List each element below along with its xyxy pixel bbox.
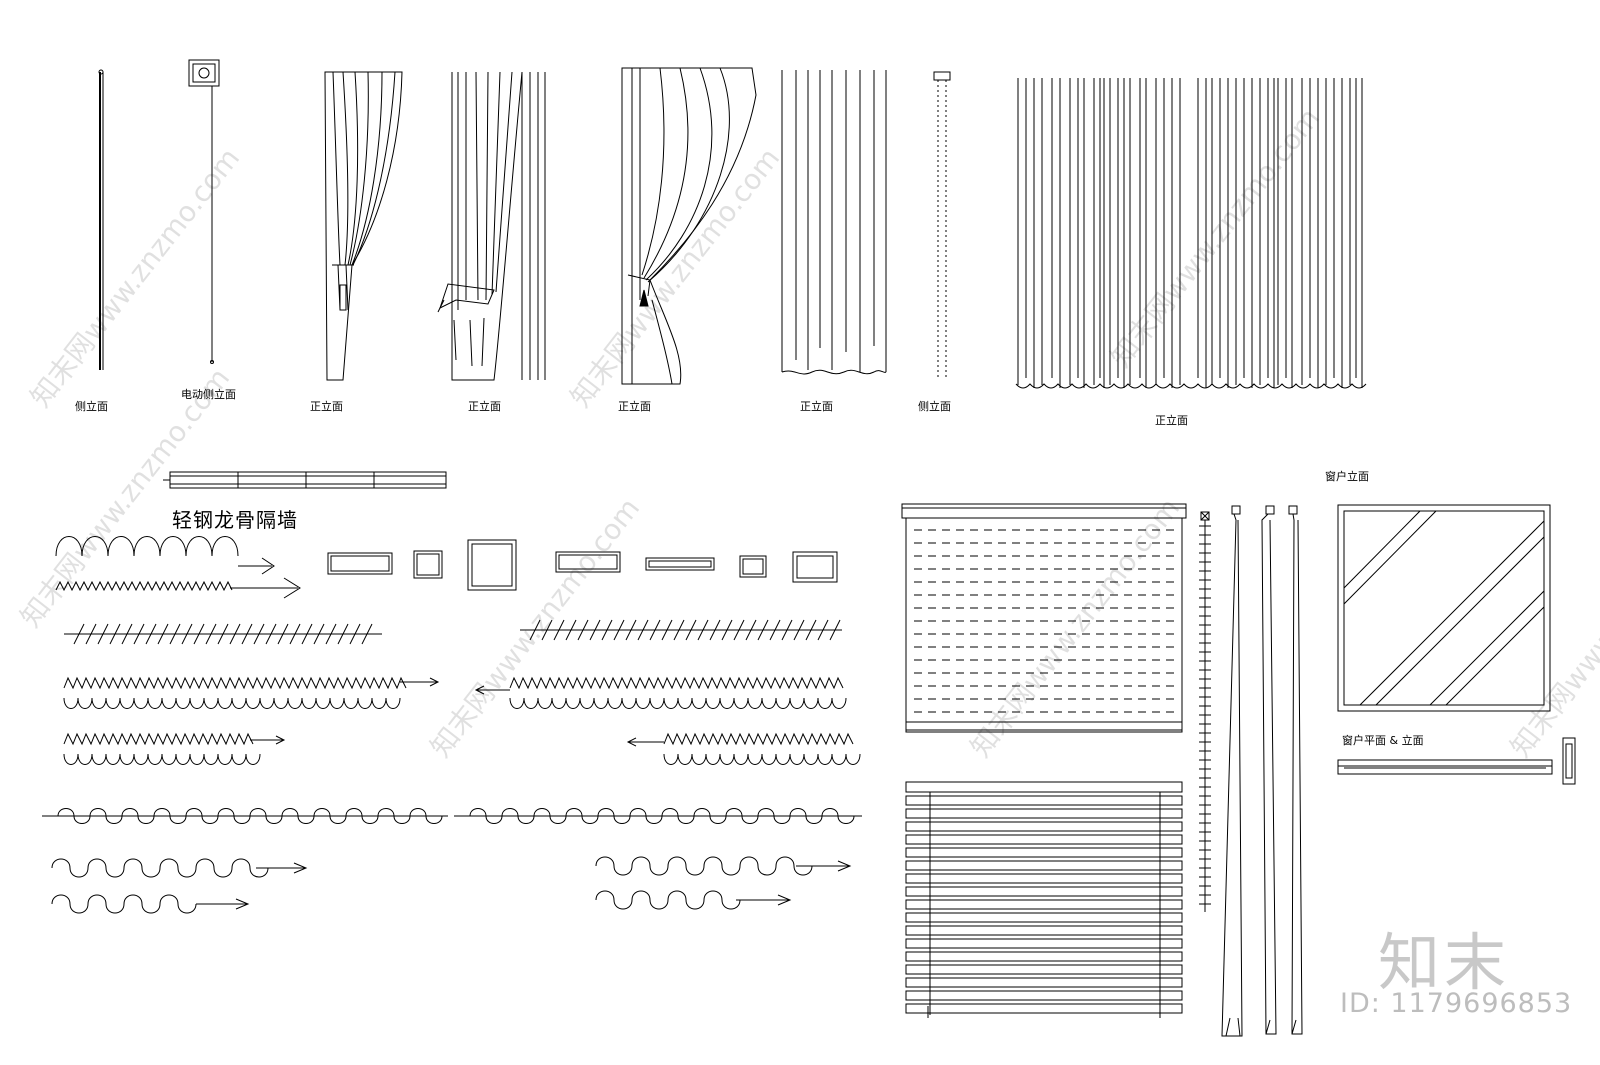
side-rod [98, 69, 104, 370]
label-steel-partition: 轻钢龙骨隔墙 [172, 508, 298, 532]
label-side-elevation-1: 侧立面 [75, 400, 108, 413]
label-motor-side-elevation: 电动侧立面 [181, 388, 236, 401]
window-elevation [1337, 504, 1551, 712]
brand-logo: 知末 [1378, 926, 1511, 999]
curtain-plan-symbols [42, 536, 862, 914]
curtain-front-4 [781, 70, 887, 375]
label-window-elevation: 窗户立面 [1325, 470, 1369, 483]
image-id: ID: 1179696853 [1340, 988, 1573, 1019]
label-front-elevation-2: 正立面 [468, 400, 501, 413]
vertical-blind-strips [1221, 505, 1303, 1037]
window-plan [1337, 737, 1576, 785]
label-window-plan-elevation: 窗户平面 & 立面 [1342, 734, 1424, 747]
label-front-elevation-5: 正立面 [1155, 414, 1188, 427]
label-side-elevation-2: 侧立面 [918, 400, 951, 413]
venetian-blind [905, 781, 1183, 1018]
curtain-front-3 [621, 67, 757, 385]
blind-side-elevation [1199, 511, 1211, 912]
roller-blind [901, 503, 1187, 733]
profile-sections [327, 539, 838, 591]
curtain-side-2 [933, 71, 951, 380]
curtain-front-2 [437, 71, 546, 381]
label-front-elevation-1: 正立面 [310, 400, 343, 413]
steel-partition-bar [163, 471, 447, 489]
label-front-elevation-4: 正立面 [800, 400, 833, 413]
curtain-front-wide [1015, 78, 1367, 389]
motor-rod [188, 59, 220, 364]
curtain-front-1 [324, 71, 403, 381]
label-front-elevation-3: 正立面 [618, 400, 651, 413]
